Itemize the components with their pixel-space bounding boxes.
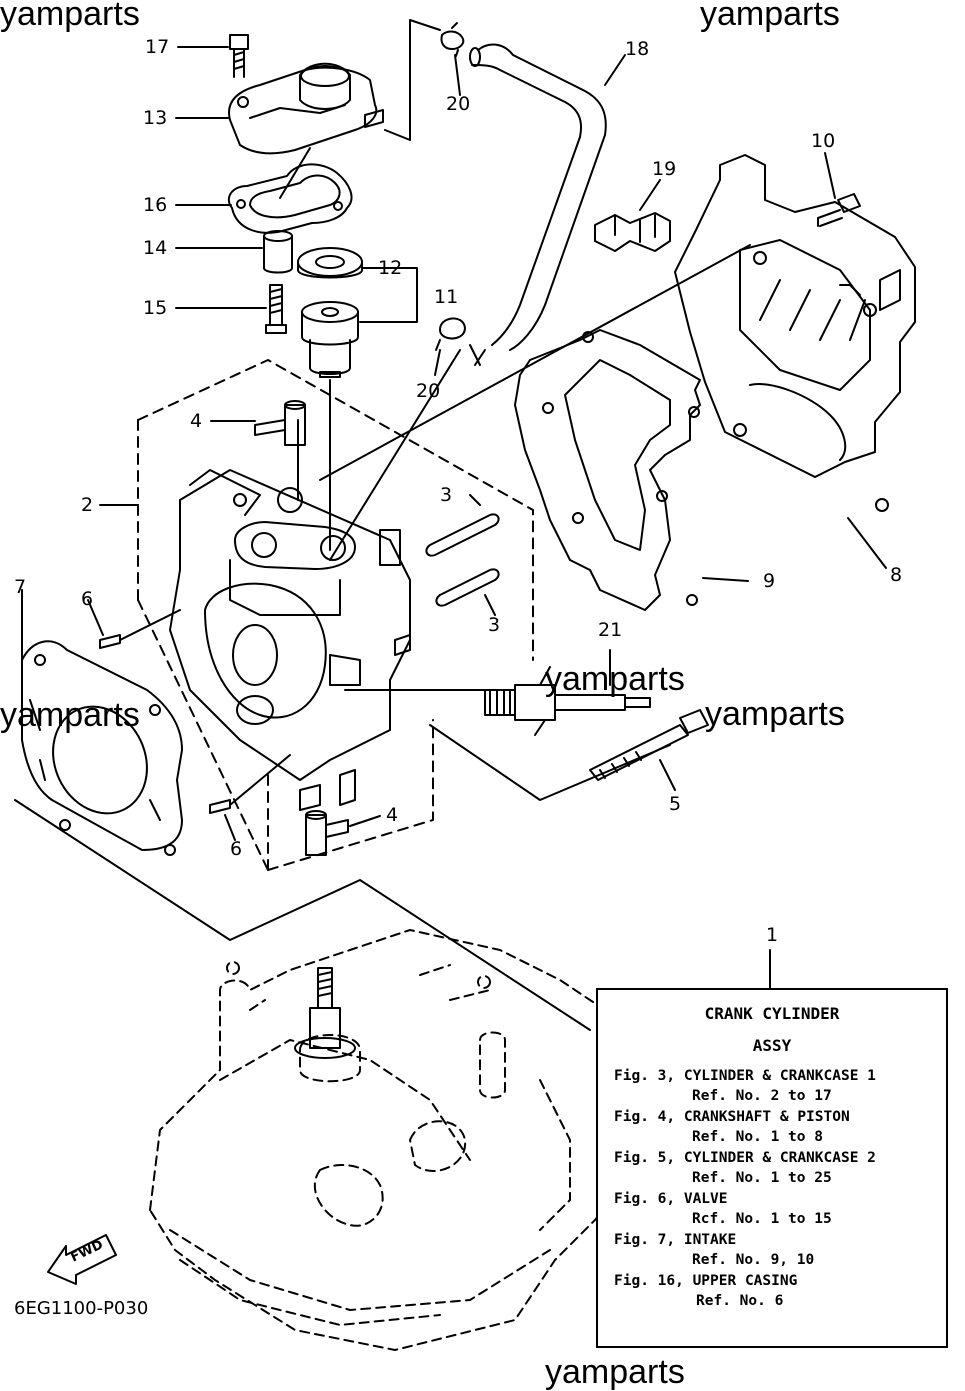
callout-5: 5 [669,793,682,815]
callout-9: 9 [763,570,776,592]
leader-hose-path [384,19,441,141]
callout-8: 8 [890,564,903,586]
reference-row: Ref. No. 9, 10 [692,1252,815,1268]
leader-13-16 [279,147,311,199]
hose-18 [469,43,607,366]
callout-7: 7 [14,576,27,598]
leader-6b [224,754,291,841]
callout-4: 4 [190,410,203,432]
fitting-4-bottom [305,810,349,856]
cylinder-group-box [137,359,534,871]
reference-row: Fig. 5, CYLINDER & CRANKCASE 2 [614,1150,876,1166]
callout-21: 21 [598,619,623,641]
holder-19 [594,212,671,252]
reference-row: Rcf. No. 1 to 15 [692,1211,832,1227]
reference-row: Ref. No. 1 to 8 [692,1129,823,1145]
cylinder-head-2 [169,469,411,811]
dowel-pins-3 [425,513,500,607]
head-gasket-7 [21,640,183,856]
thermostat-11 [301,301,359,378]
callout-16: 16 [143,194,168,216]
leader-4b [349,815,381,827]
collar-14 [263,230,293,274]
callout-17: 17 [145,36,170,58]
pin-6-top [99,634,121,649]
exhaust-gasket-9 [514,329,701,611]
callout-14: 14 [143,237,168,259]
fitting-4-top [254,400,306,446]
callout-10: 10 [811,130,836,152]
callout-3: 3 [488,614,501,636]
callout-15: 15 [143,297,168,319]
leader-gasket-base [14,799,591,1031]
leader-cover-line [319,244,751,481]
leader-hose-line [329,349,461,561]
thermostat-cover-13 [228,62,384,155]
leader-3 [469,494,496,616]
watermark: yamparts [0,0,140,33]
callout-4: 4 [386,804,399,826]
reference-row: Fig. 6, VALVE [614,1191,728,1207]
leader-20a [454,54,461,96]
bolt-15 [265,284,287,334]
callout-12: 12 [378,257,403,279]
leader-20b [434,349,441,376]
callout-3: 3 [440,484,453,506]
gasket-16 [227,163,353,234]
leader-9 [702,577,749,582]
reference-row: Fig. 3, CYLINDER & CRANKCASE 1 [614,1068,876,1084]
diagram-code: 6EG1100-P030 [14,1298,149,1319]
pin-6-bottom [209,799,231,814]
callout-2: 2 [81,494,94,516]
reference-subtitle: ASSY [752,1036,792,1055]
reference-row: Fig. 16, UPPER CASING [614,1273,798,1289]
leader-11-12-bracket [359,267,418,323]
stud-bolt-5 [589,709,709,791]
leader-10 [824,152,836,199]
leader-6a [87,599,104,636]
reference-title: CRANK CYLINDER [704,1004,840,1023]
callout-11: 11 [434,286,459,308]
callout-1: 1 [766,924,779,946]
reference-row: Ref. No. 6 [696,1293,784,1309]
reference-box: CRANK CYLINDER ASSY Fig. 3, CYLINDER & C… [596,988,948,1348]
callout-6: 6 [81,588,94,610]
reference-row: Ref. No. 2 to 17 [692,1088,832,1104]
reference-row: Ref. No. 1 to 25 [692,1170,832,1186]
leader-5-path [429,724,671,801]
leader-18 [604,54,626,86]
reference-row: Fig. 7, INTAKE [614,1232,737,1248]
leader-19 [639,179,661,211]
crankshaft-stud [294,967,356,1059]
callout-6: 6 [230,838,243,860]
watermark: yamparts [705,695,845,733]
hose-clip-20-lower [435,317,466,351]
exhaust-cover-8 [674,154,916,512]
watermark: yamparts [545,1353,685,1391]
callout-13: 13 [143,107,168,129]
reference-row: Fig. 4, CRANKSHAFT & PISTON [614,1109,850,1125]
leader-8 [847,517,887,569]
washer-12 [297,247,363,279]
crankcase-block [149,929,646,1351]
bolt-17 [229,34,249,78]
watermark: yamparts [700,0,840,33]
watermark: yamparts [545,660,685,698]
callout-20: 20 [446,93,471,115]
callout-18: 18 [625,38,650,60]
hose-clip-20-top [440,22,465,57]
bolt-10 [817,193,861,227]
spark-plug-21 [484,666,651,736]
callout-20: 20 [416,380,441,402]
leader-21 [344,649,611,691]
fwd-arrow-icon [47,1234,117,1285]
callout-19: 19 [652,158,677,180]
watermark: yamparts [0,696,140,734]
leader-6a-line [119,609,181,641]
